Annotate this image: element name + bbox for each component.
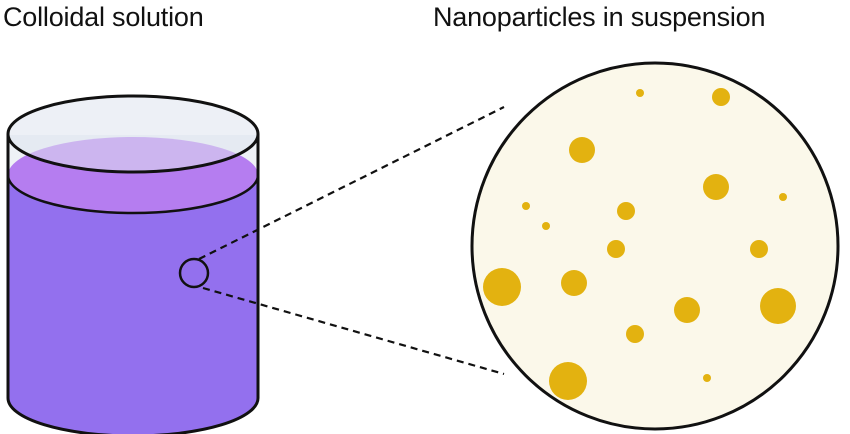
nanoparticle-icon bbox=[712, 88, 730, 106]
nanoparticle-icon bbox=[522, 202, 530, 210]
nanoparticle-icon bbox=[626, 325, 644, 343]
nanoparticle-icon bbox=[542, 222, 550, 230]
nanoparticle-icon bbox=[561, 270, 587, 296]
liquid-surface-front-edge bbox=[6, 174, 260, 215]
zoom-view-outline bbox=[470, 61, 840, 431]
nanoparticle-icon bbox=[750, 240, 768, 258]
nanoparticle-icon bbox=[483, 268, 521, 306]
zoom-circle-icon bbox=[470, 61, 840, 431]
beaker-liquid bbox=[8, 175, 258, 434]
nanoparticle-icon bbox=[607, 240, 625, 258]
beaker-rim bbox=[8, 96, 258, 172]
zoom-view-background bbox=[472, 63, 838, 429]
beaker-icon bbox=[6, 94, 260, 434]
beaker-bottom-edge bbox=[6, 397, 260, 434]
nanoparticle-icon bbox=[674, 297, 700, 323]
nanoparticle-icon bbox=[636, 89, 644, 97]
colloidal-solution-label: Colloidal solution bbox=[3, 2, 204, 32]
nanoparticle-icon bbox=[703, 174, 729, 200]
nanoparticle-icon bbox=[703, 374, 711, 382]
nanoparticle-icon bbox=[760, 288, 796, 324]
nanoparticle-icon bbox=[549, 362, 587, 400]
nanoparticle-icon bbox=[569, 137, 595, 163]
zoom-connector-top bbox=[198, 106, 505, 260]
zoom-connector-bottom bbox=[202, 286, 505, 376]
zoom-source-circle bbox=[178, 257, 210, 289]
nanoparticles-label: Nanoparticles in suspension bbox=[433, 2, 766, 32]
nanoparticle-icon bbox=[617, 202, 635, 220]
particle-group bbox=[483, 88, 796, 400]
nanoparticle-icon bbox=[779, 193, 787, 201]
beaker-rim-outline bbox=[6, 94, 260, 174]
